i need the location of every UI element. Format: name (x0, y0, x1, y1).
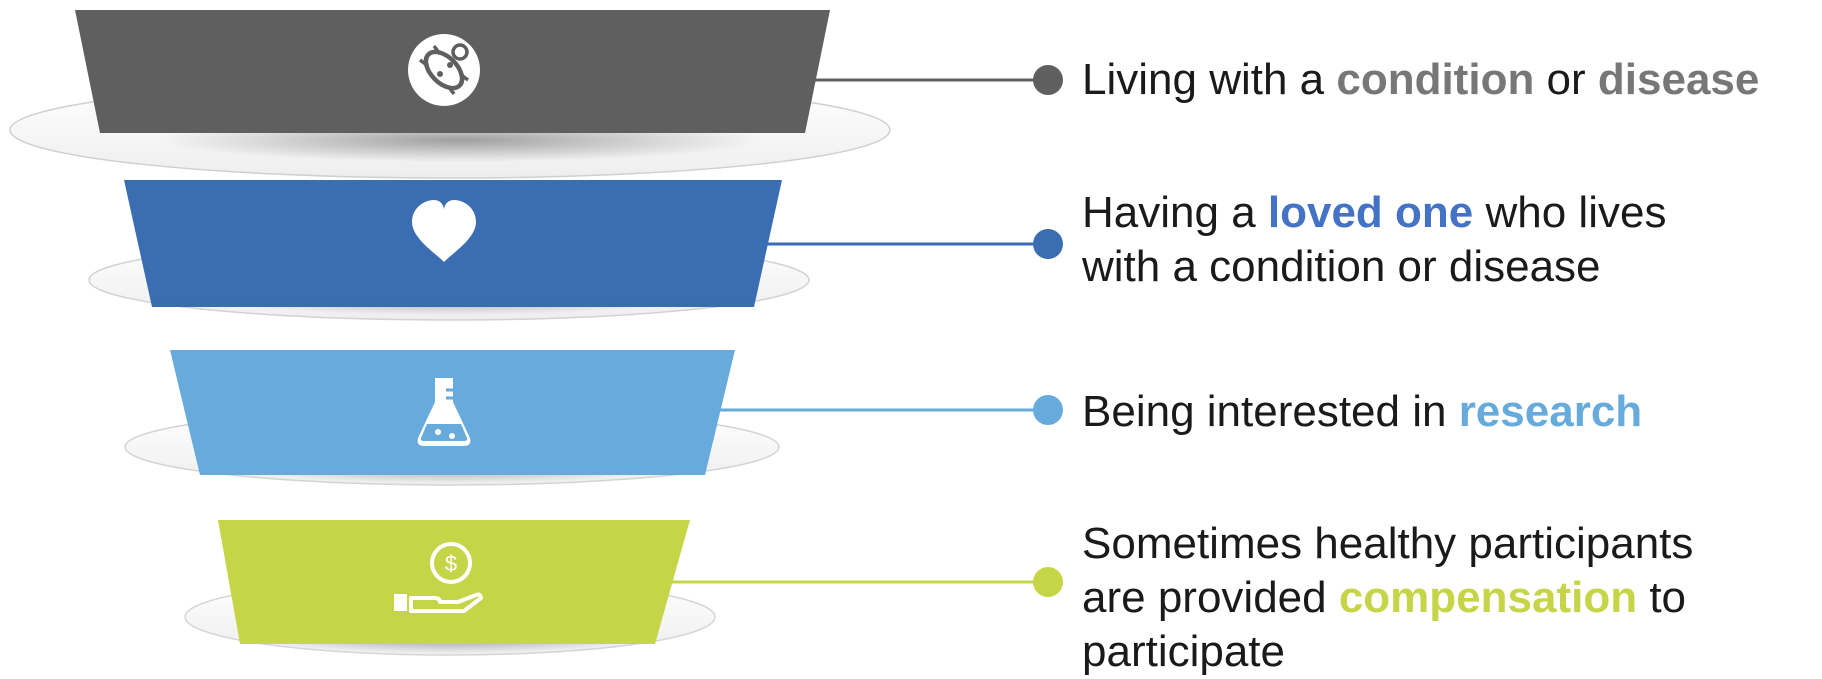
tier-1-label: Living with a condition or disease (1082, 53, 1759, 107)
label-line: Having a loved one who lives (1082, 186, 1666, 240)
label-line: with a condition or disease (1082, 240, 1666, 294)
funnel-tier-1 (9, 10, 1063, 179)
label-line: Living with a condition or disease (1082, 53, 1759, 107)
highlighted-text: compensation (1338, 573, 1638, 622)
label-text: or (1534, 55, 1598, 104)
highlighted-text: loved one (1267, 188, 1474, 237)
label-text: Living with a (1082, 55, 1337, 104)
flask-icon (417, 378, 471, 446)
label-text: with a condition or disease (1082, 242, 1601, 291)
label-text: Sometimes healthy participants (1082, 519, 1694, 568)
tier-3-label: Being interested in research (1082, 385, 1642, 439)
tier-4-band-edge (239, 636, 656, 644)
label-line: Sometimes healthy participants (1082, 517, 1693, 571)
label-text: who lives (1473, 188, 1667, 237)
highlighted-text: research (1458, 387, 1643, 436)
svg-text:$: $ (445, 551, 457, 576)
label-text: are provided (1082, 573, 1339, 622)
label-text: Being interested in (1082, 387, 1459, 436)
tier-3-dot (1033, 395, 1063, 425)
label-text: to (1637, 573, 1687, 622)
tier-4-dot (1033, 567, 1063, 597)
tier-1-band-edge (100, 125, 805, 133)
funnel-tier-2 (88, 180, 1063, 321)
tier-2-dot (1033, 229, 1063, 259)
tier-1-dot (1033, 65, 1063, 95)
highlighted-text: disease (1597, 55, 1760, 104)
tier-2-band-edge (151, 299, 755, 307)
tier-3-band-edge (199, 467, 706, 475)
highlighted-text: condition (1336, 55, 1535, 104)
heart-icon (412, 200, 476, 262)
label-text: Having a (1082, 188, 1268, 237)
funnel-tier-3 (124, 350, 1063, 486)
label-line: participate (1082, 625, 1693, 679)
money-hand-icon: $ (394, 542, 483, 613)
bacteria-icon (408, 34, 480, 106)
label-line: are provided compensation to (1082, 571, 1693, 625)
funnel-tier-4: $ (184, 520, 1063, 656)
label-line: Being interested in research (1082, 385, 1642, 439)
label-text: participate (1082, 627, 1286, 676)
